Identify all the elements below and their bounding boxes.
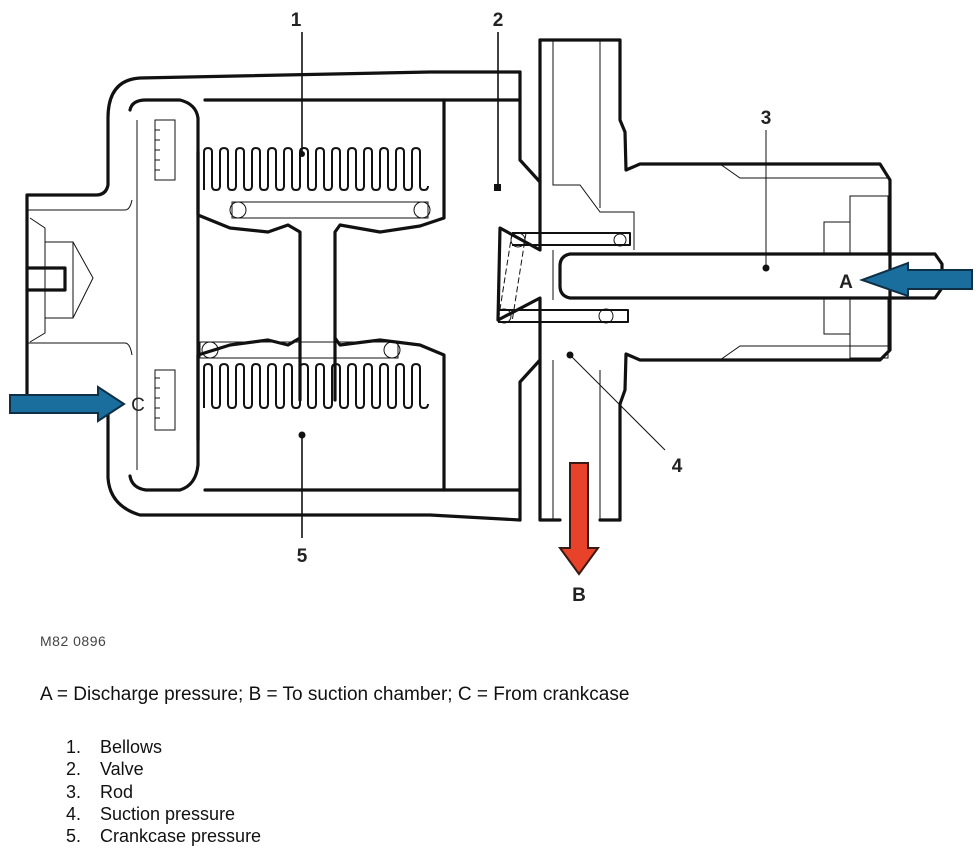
part-label: Rod (100, 781, 134, 802)
part-number: 2. (66, 759, 82, 780)
callout-3: 3 (761, 108, 772, 272)
callout-1: 1 (291, 10, 305, 157)
parts-list-item: 3. Rod (66, 781, 261, 803)
part-label: Crankcase pressure (100, 826, 262, 847)
callout-4: 4 (566, 351, 683, 477)
reference-code: M82 0896 (40, 633, 107, 649)
flow-arrow-b: B (558, 462, 600, 606)
valve-diagram: 1 2 3 4 5 A B C (9, 10, 973, 606)
svg-text:5: 5 (297, 546, 308, 567)
parts-list: 1. Bellows 2. Valve 3. Rod 4. Suction pressu… (66, 736, 261, 847)
part-label: Suction pressure (100, 803, 236, 824)
housing-outline (25, 70, 522, 522)
bellows-lower (196, 336, 446, 492)
svg-text:2: 2 (493, 10, 504, 31)
callout-5: 5 (297, 431, 308, 567)
svg-text:B: B (572, 585, 586, 606)
part-number: 1. (66, 737, 82, 757)
callout-2: 2 (493, 10, 504, 191)
parts-list-item: 1. Bellows (66, 736, 261, 758)
part-label: Valve (100, 759, 144, 780)
arrow-down-icon (558, 462, 600, 576)
part-number: 4. (66, 803, 82, 824)
part-number: 5. (66, 826, 82, 847)
parts-list-item: 4. Suction pressure (66, 803, 261, 825)
valve-body (496, 38, 944, 522)
part-label: Bellows (100, 737, 163, 757)
part-number: 3. (66, 781, 82, 802)
svg-text:4: 4 (672, 456, 683, 477)
bellows-upper (196, 98, 446, 402)
flow-arrow-c: C (9, 385, 145, 423)
arrow-right-icon (9, 385, 126, 423)
svg-text:1: 1 (291, 10, 302, 31)
svg-text:A: A (839, 272, 853, 293)
svg-text:3: 3 (761, 108, 772, 129)
flow-arrow-a: A (839, 261, 973, 298)
parts-list-item: 2. Valve (66, 758, 261, 780)
parts-list-item: 5. Crankcase pressure (66, 825, 261, 847)
svg-text:C: C (131, 395, 145, 416)
flow-legend: A = Discharge pressure; B = To suction c… (40, 684, 630, 705)
arrow-left-icon (859, 261, 973, 298)
